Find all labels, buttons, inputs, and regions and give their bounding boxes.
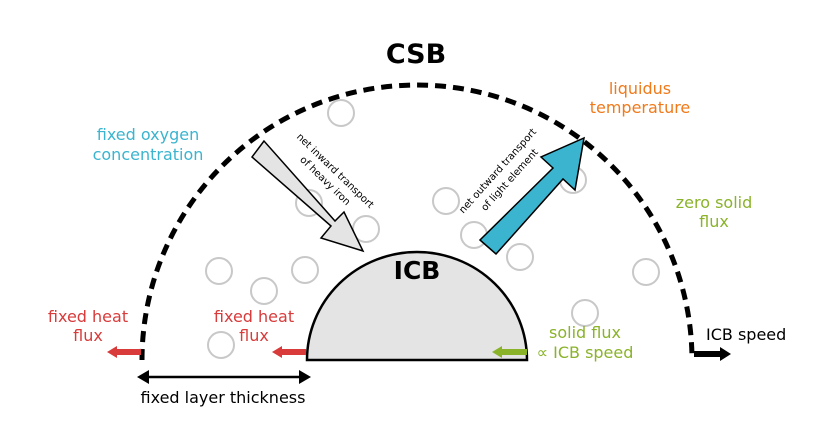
liquidus-label-2: temperature [590,98,691,117]
csb-label: CSB [386,39,446,70]
outward-transport-arrow [478,136,585,256]
liquidus-label-1: liquidus [609,79,671,98]
icb-speed-arrow [694,347,731,361]
icb-boundary [305,250,529,362]
solid-flux-label-2: ∝ ICB speed [537,343,634,362]
inward-transport-arrow [250,139,365,253]
outer-heat-flux-label-2: flux [73,326,103,345]
crystal-bubble [571,299,599,327]
zero-solid-flux-label-2: flux [699,212,729,231]
icb-speed-label: ICB speed [706,325,786,344]
crystal-bubble [207,331,235,359]
crystal-bubble [460,221,488,249]
crystal-bubble [327,99,355,127]
crystal-bubble [506,243,534,271]
inner-heat-flux-label-1: fixed heat [214,307,294,326]
outer-heat-flux-label-1: fixed heat [48,307,128,326]
inner-heat-flux-label-2: flux [239,326,269,345]
crystal-bubble [250,277,278,305]
solid-flux-arrow [492,346,527,358]
icb-label: ICB [394,256,441,285]
crystal-bubble [632,258,660,286]
outer-heat-flux-arrow [107,346,141,358]
slurry-crystals [205,99,660,359]
csb-boundary [139,82,695,361]
crystal-bubble [205,257,233,285]
crystal-bubble [291,256,319,284]
zero-solid-flux-label-1: zero solid [676,193,753,212]
crystal-bubble [432,187,460,215]
layer-thickness-arrow-right [299,370,311,384]
oxygen-label-2: concentration [93,145,204,164]
inner-heat-flux-arrow [272,346,306,358]
solid-flux-label-1: solid flux [549,323,621,342]
layer-thickness-arrow-left [137,370,149,384]
oxygen-label-1: fixed oxygen [97,125,200,144]
fixed-layer-thickness-label: fixed layer thickness [141,388,306,407]
